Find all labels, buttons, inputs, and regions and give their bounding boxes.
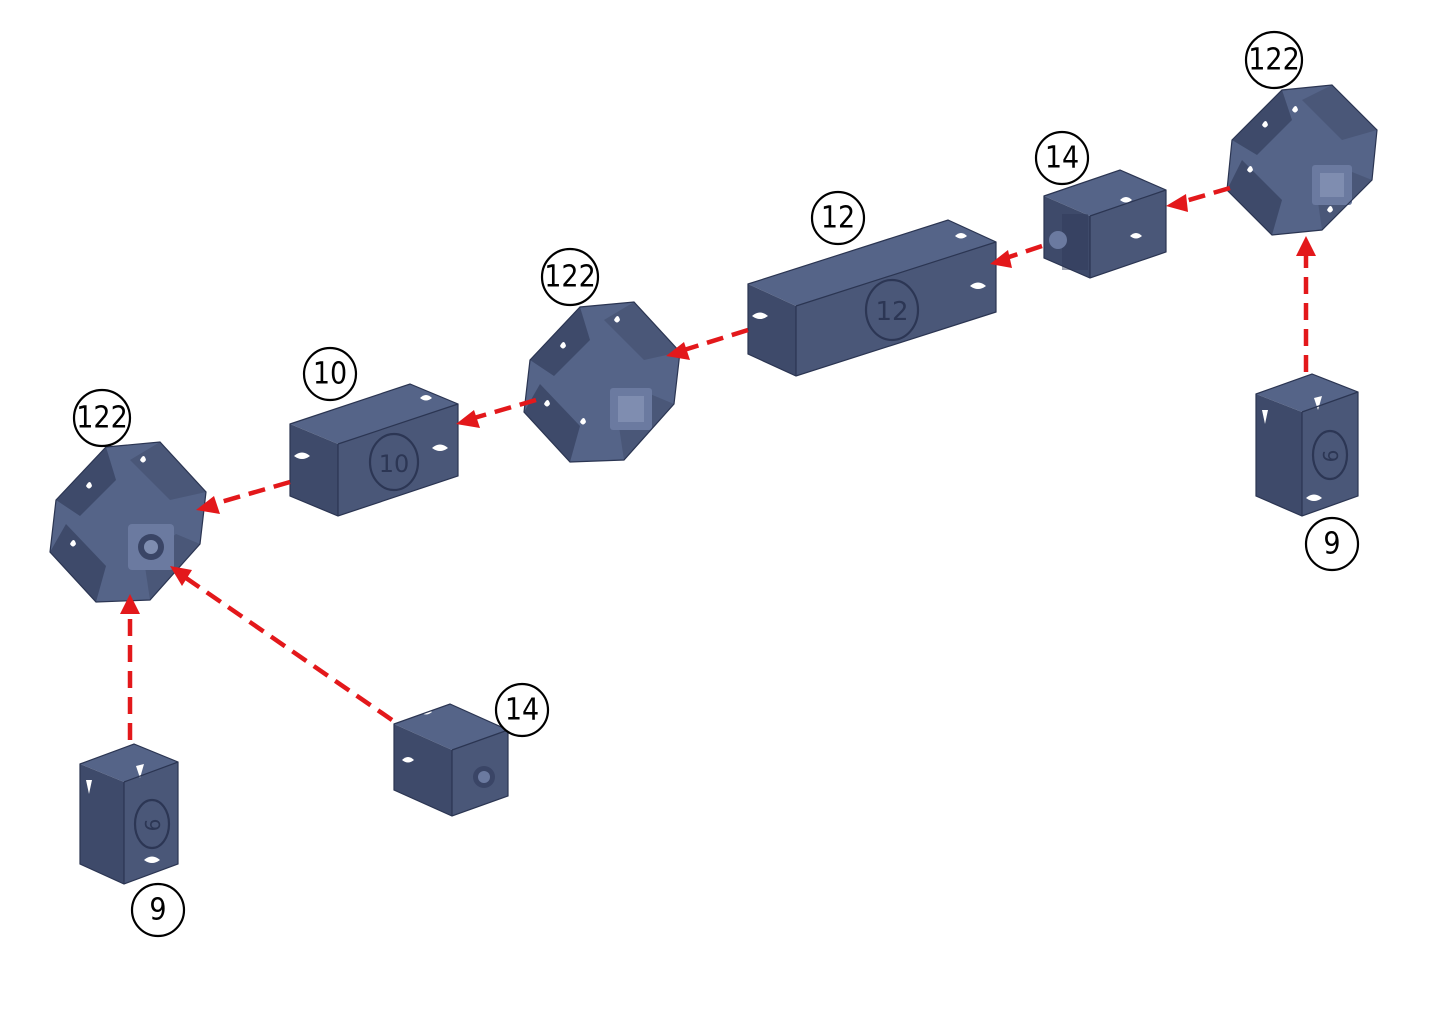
callout-12: 12 — [812, 192, 864, 244]
callout-14-bottom-label: 14 — [505, 693, 539, 728]
callout-122-left: 122 — [74, 390, 130, 446]
callout-122-left-label: 122 — [76, 401, 128, 436]
callout-122-middle-label: 122 — [544, 260, 596, 295]
arrow-9-to-122-left — [120, 594, 140, 740]
callout-9-left: 9 — [132, 884, 184, 936]
arrow-122-to-14 — [1166, 188, 1230, 212]
callout-10-label: 10 — [313, 357, 347, 392]
callout-14-top: 14 — [1036, 132, 1088, 184]
part-tube-12: 12 — [748, 220, 996, 376]
callout-122-top-right-label: 122 — [1248, 43, 1300, 78]
callout-14-top-label: 14 — [1045, 141, 1079, 176]
arrow-12-to-122 — [666, 330, 748, 360]
callout-10: 10 — [304, 348, 356, 400]
callout-9-left-label: 9 — [149, 893, 166, 928]
part-sleeve-14-bottom — [394, 704, 508, 816]
part-sleeve-9-left: 9 — [80, 744, 178, 884]
arrow-9-to-122-right — [1296, 236, 1316, 372]
tube-10-emboss: 10 — [379, 450, 410, 478]
callout-9-right: 9 — [1306, 518, 1358, 570]
part-sleeve-14-top — [1044, 170, 1166, 278]
arrow-14-to-122-left — [170, 566, 392, 720]
callout-14-bottom: 14 — [496, 684, 548, 736]
part-connector-122-middle — [524, 302, 680, 462]
sleeve-9-right-emboss: 9 — [1318, 450, 1342, 463]
arrow-10-to-122-left — [196, 482, 290, 514]
callout-122-middle: 122 — [542, 249, 598, 305]
callout-9-right-label: 9 — [1323, 527, 1340, 562]
tube-12-emboss: 12 — [875, 297, 908, 327]
arrow-122-to-10 — [456, 400, 536, 428]
arrow-14-to-12 — [990, 246, 1042, 268]
part-connector-122-top-right — [1227, 85, 1377, 235]
part-sleeve-9-right: 9 — [1256, 374, 1358, 516]
callout-122-top-right: 122 — [1246, 32, 1302, 88]
part-tube-10: 10 — [290, 384, 458, 516]
callout-12-label: 12 — [821, 201, 855, 236]
sleeve-9-left-emboss: 9 — [140, 819, 164, 832]
